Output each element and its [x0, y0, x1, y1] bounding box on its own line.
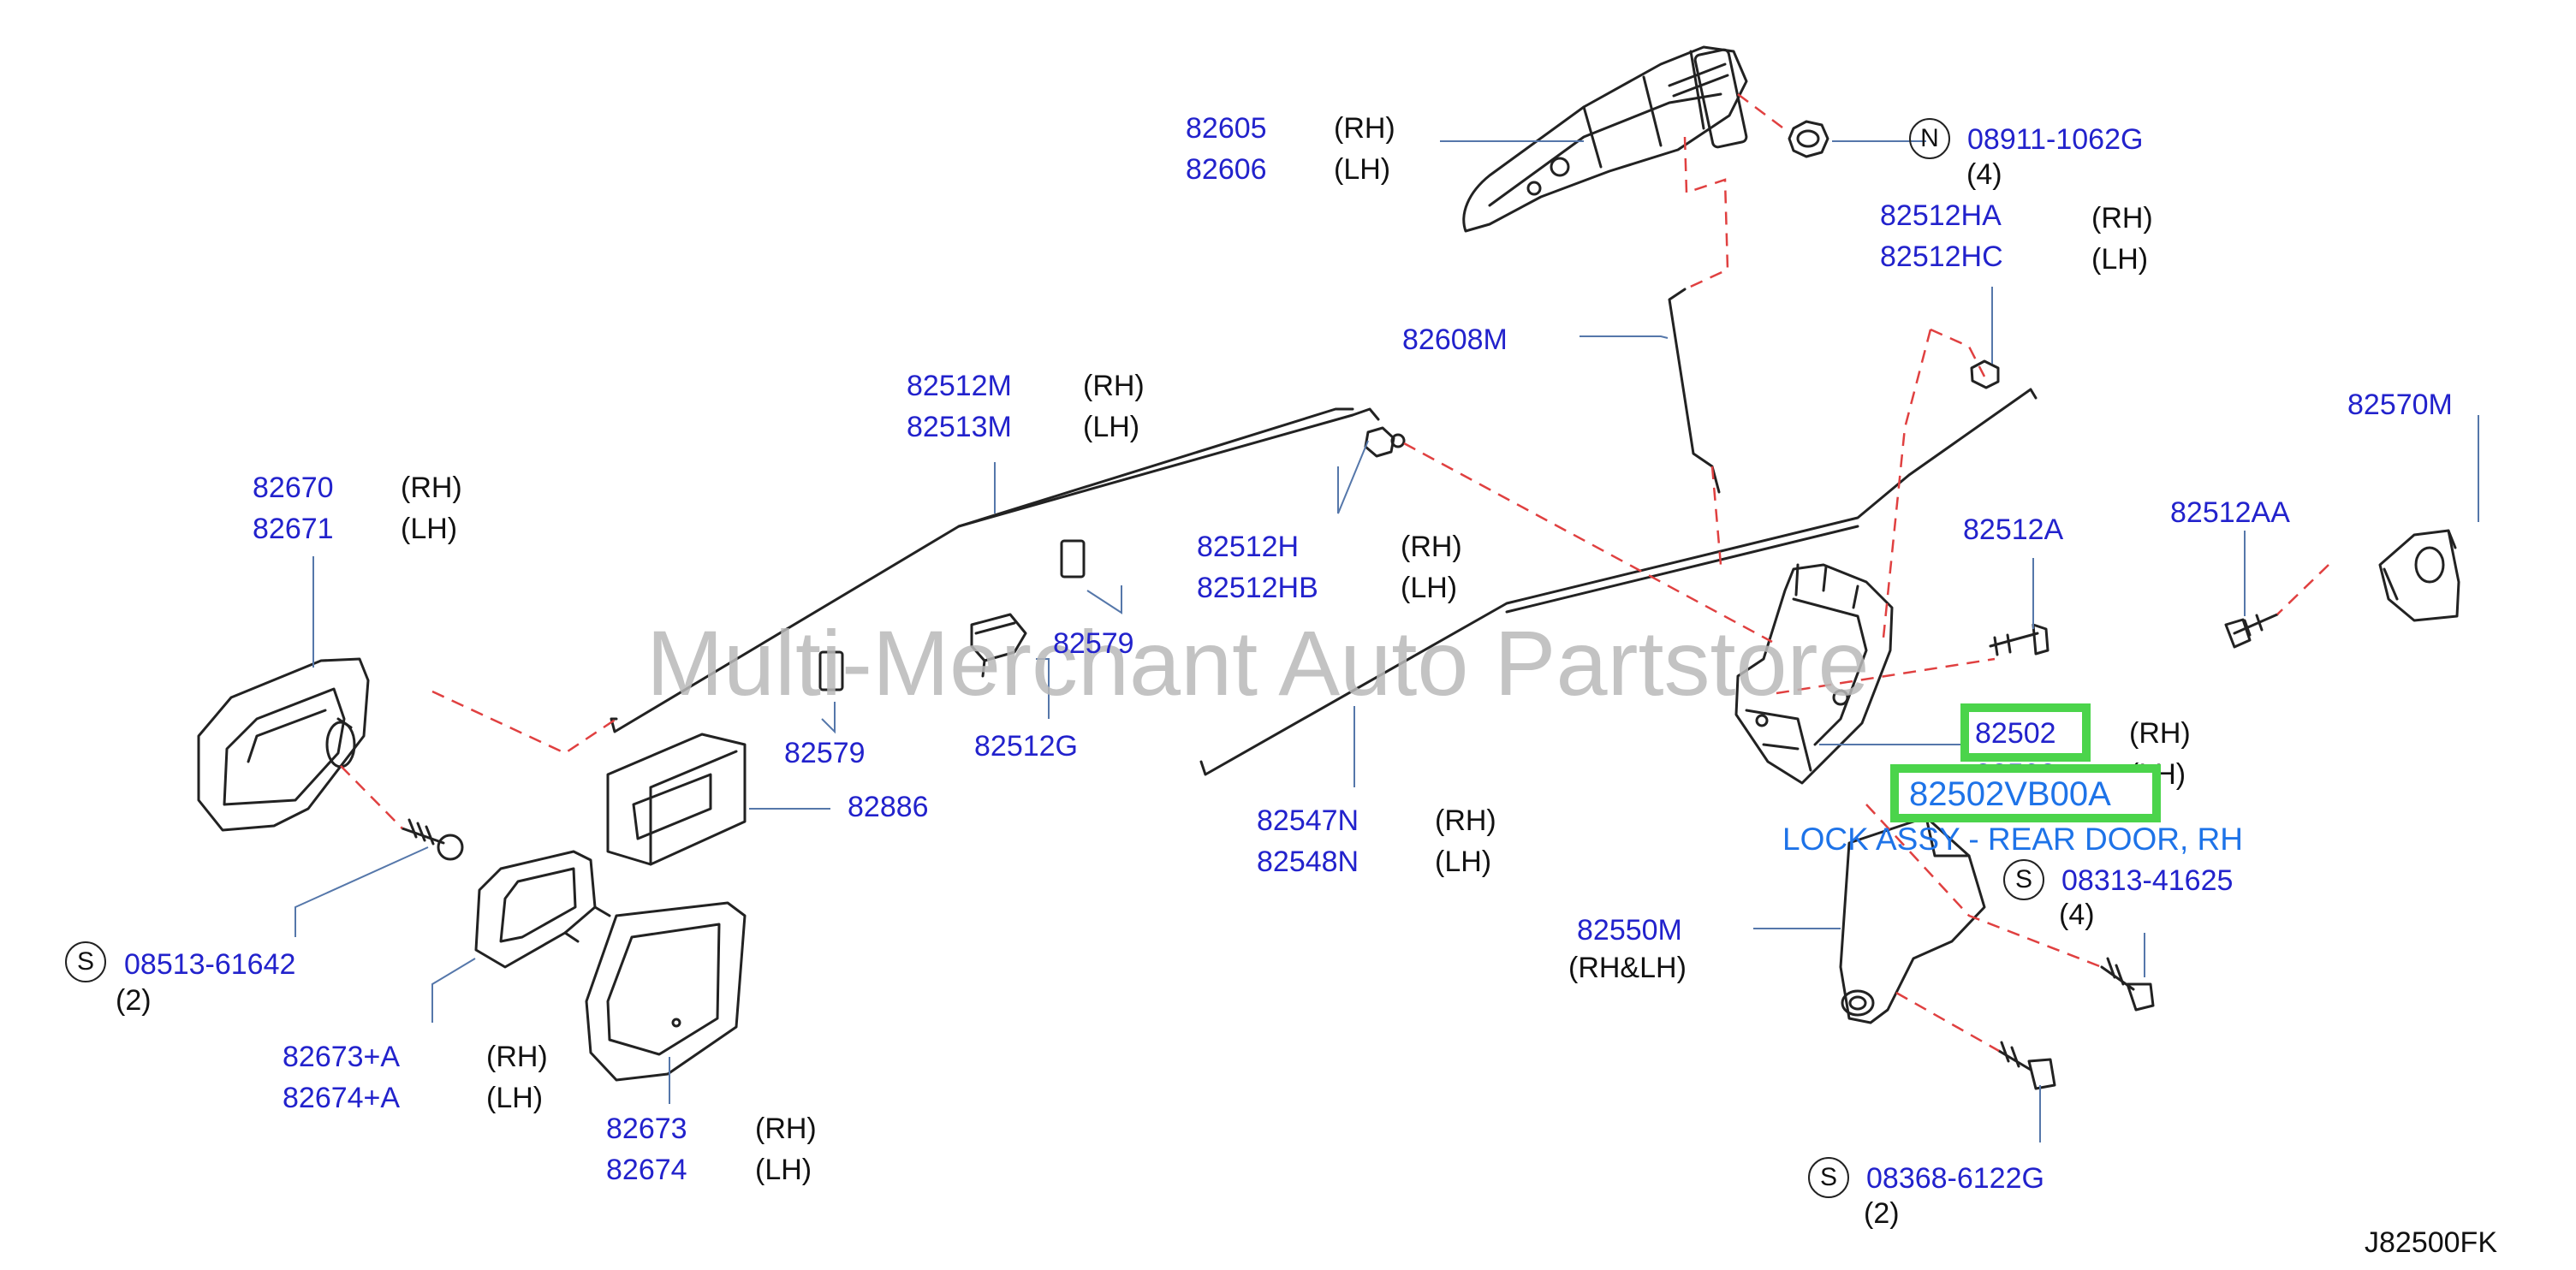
bolt-82512a — [1989, 623, 2049, 656]
part-82606[interactable]: 82606 — [1186, 153, 1267, 186]
side-82512ha: (RH) — [2091, 202, 2153, 234]
part-82670[interactable]: 82670 — [253, 472, 334, 504]
part-82579-lower[interactable]: 82579 — [784, 737, 866, 769]
side-82674: (LH) — [755, 1154, 812, 1186]
side-82673a: (RH) — [486, 1041, 548, 1073]
part-82512a[interactable]: 82512A — [1963, 513, 2064, 546]
part-08513-61642[interactable]: 08513-61642 — [124, 948, 296, 981]
side-82548n: (LH) — [1435, 846, 1492, 878]
bezel-82673 — [585, 901, 747, 1082]
part-82605[interactable]: 82605 — [1186, 112, 1267, 145]
side-82674a: (LH) — [486, 1082, 544, 1114]
part-82886[interactable]: 82886 — [848, 791, 929, 823]
bolt-08368 — [1997, 1041, 2056, 1090]
side-82547n: (RH) — [1435, 804, 1496, 837]
part-82512h[interactable]: 82512H — [1197, 531, 1300, 563]
part-82674[interactable]: 82674 — [606, 1154, 687, 1186]
bolt-82512aa — [2224, 613, 2279, 649]
watermark: Multi-Merchant Auto Partstore — [646, 611, 1870, 715]
rod-82547n — [1199, 388, 2038, 776]
dashed-connections — [340, 93, 2329, 1053]
protector-82550m — [1839, 816, 1986, 1024]
clip-82512ha — [1970, 359, 2000, 389]
side-82670: (RH) — [401, 472, 462, 504]
side-82512hb: (LH) — [1401, 572, 1458, 604]
qty-08368: (2) — [1864, 1197, 1900, 1230]
part-82512ha[interactable]: 82512HA — [1880, 199, 2002, 232]
part-82512m[interactable]: 82512M — [907, 370, 1012, 402]
side-82512m: (RH) — [1083, 370, 1145, 402]
side-82605: (RH) — [1334, 112, 1395, 145]
qty-08313: (4) — [2059, 899, 2095, 931]
qty-08911: (4) — [1966, 158, 2002, 191]
rod-82608m — [1668, 288, 1721, 494]
escutcheon-82673a — [474, 850, 611, 969]
part-82548n[interactable]: 82548N — [1257, 846, 1359, 878]
part-82674a[interactable]: 82674+A — [283, 1082, 401, 1114]
pad-82886 — [606, 733, 747, 866]
part-82673a[interactable]: 82673+A — [283, 1041, 401, 1073]
side-82673: (RH) — [755, 1113, 817, 1145]
lock-assembly-82502 — [1734, 563, 1894, 785]
leader-lines — [294, 140, 2479, 1142]
side-82512hc: (LH) — [2091, 243, 2149, 276]
diagram-reference-code: J82500FK — [2365, 1226, 2497, 1259]
highlight-box-82502 — [1960, 703, 2091, 762]
inside-handle-82670 — [197, 657, 370, 832]
part-08313-41625[interactable]: 08313-41625 — [2061, 864, 2234, 897]
nut-symbol: N — [1909, 118, 1950, 159]
side-82512h: (RH) — [1401, 531, 1462, 563]
part-82502[interactable]: 82502 — [1975, 717, 2056, 750]
side-82513m: (LH) — [1083, 411, 1140, 443]
part-82579-upper[interactable]: 82579 — [1053, 627, 1134, 660]
side-82606: (LH) — [1334, 153, 1391, 186]
qty-08513: (2) — [116, 984, 152, 1017]
part-82570m[interactable]: 82570M — [2347, 389, 2453, 421]
screw-08513 — [401, 818, 464, 861]
part-82547n[interactable]: 82547N — [1257, 804, 1359, 837]
side-82671: (LH) — [401, 513, 458, 545]
side-82502: (RH) — [2129, 717, 2191, 750]
part-82512hc[interactable]: 82512HC — [1880, 240, 2003, 273]
side-82550m: (RH&LH) — [1568, 952, 1687, 984]
clip-82512h — [1364, 426, 1406, 458]
part-82550m[interactable]: 82550M — [1577, 914, 1682, 947]
part-82512aa[interactable]: 82512AA — [2170, 496, 2290, 529]
part-82673[interactable]: 82673 — [606, 1113, 687, 1145]
bolt-08313 — [2100, 957, 2155, 1012]
part-82513m[interactable]: 82513M — [907, 411, 1012, 443]
part-08368-6122g[interactable]: 08368-6122G — [1866, 1162, 2044, 1195]
bolt-symbol-08313: S — [2003, 859, 2044, 900]
part-82512g[interactable]: 82512G — [974, 730, 1078, 763]
clip-82512g — [970, 613, 1027, 678]
highlight-part-number[interactable]: 82502VB00A — [1909, 775, 2111, 813]
part-82671[interactable]: 82671 — [253, 513, 334, 545]
nut-part — [1788, 120, 1829, 158]
screw-symbol-08513: S — [65, 941, 106, 982]
pad-82579-upper — [1060, 539, 1086, 579]
pad-82579-lower — [818, 650, 844, 691]
part-08911-1062g[interactable]: 08911-1062G — [1967, 123, 2144, 156]
bolt-symbol-08368: S — [1808, 1157, 1849, 1198]
striker-82570m — [2378, 529, 2460, 622]
highlight-description: LOCK ASSY - REAR DOOR, RH — [1782, 822, 2243, 857]
highlight-box-82502vb00a — [1890, 764, 2161, 822]
rod-82512m — [610, 407, 1380, 733]
outside-handle-part — [1462, 45, 1748, 233]
part-82512hb[interactable]: 82512HB — [1197, 572, 1318, 604]
part-82608m[interactable]: 82608M — [1402, 323, 1508, 356]
